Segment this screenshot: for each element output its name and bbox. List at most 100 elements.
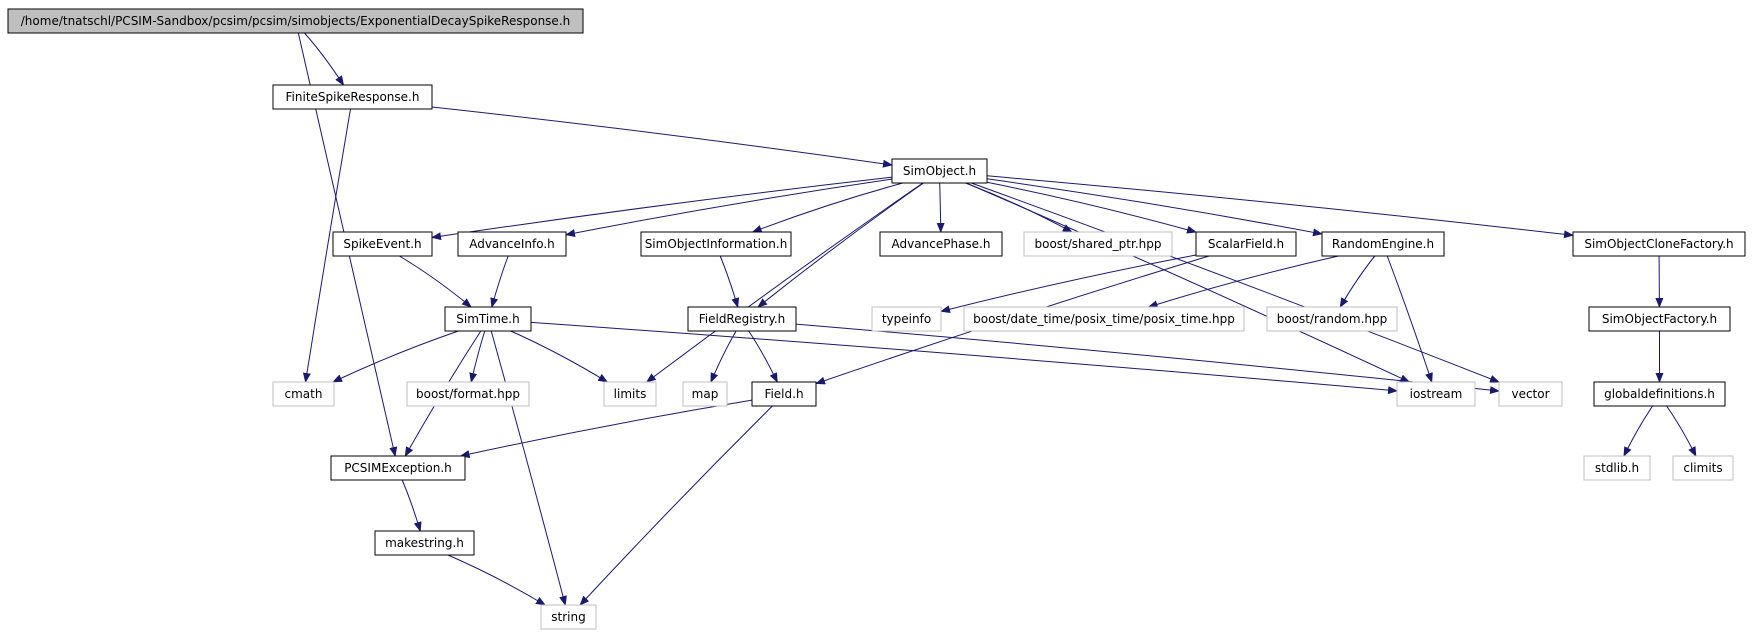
- node-label: AdvanceInfo.h: [469, 237, 555, 251]
- node-climits[interactable]: climits: [1672, 455, 1734, 481]
- node-label: Field.h: [764, 387, 803, 401]
- node-box: [891, 158, 988, 184]
- node-label: makestring.h: [385, 536, 464, 550]
- edge-simobject-to-simobjinfo: [751, 182, 903, 233]
- node-fieldregistry[interactable]: FieldRegistry.h: [687, 306, 797, 332]
- node-box: [682, 381, 728, 407]
- node-finite[interactable]: FiniteSpikeResponse.h: [272, 84, 433, 110]
- node-root[interactable]: /home/tnatschl/PCSIM-Sandbox/pcsim/pcsim…: [7, 8, 584, 34]
- node-advanceinfo[interactable]: AdvanceInfo.h: [457, 231, 567, 257]
- node-field[interactable]: Field.h: [751, 381, 817, 407]
- node-box: [1588, 306, 1731, 332]
- node-box: [1572, 231, 1746, 257]
- node-cmath[interactable]: cmath: [272, 381, 335, 407]
- node-label: stdlib.h: [1595, 461, 1639, 475]
- node-stdlib[interactable]: stdlib.h: [1583, 455, 1651, 481]
- edge-root-to-finite: [304, 32, 345, 86]
- node-map[interactable]: map: [682, 381, 728, 407]
- edge-simobject-to-spikeevent: [431, 176, 893, 241]
- node-label: climits: [1683, 461, 1722, 475]
- node-boostformat[interactable]: boost/format.hpp: [406, 381, 530, 407]
- node-advancephase[interactable]: AdvancePhase.h: [879, 231, 1003, 257]
- node-box: [374, 530, 475, 556]
- edge-field-to-string: [579, 405, 773, 606]
- node-label: boost/format.hpp: [416, 387, 520, 401]
- edge-simobject-to-advancephase: [936, 182, 945, 233]
- edge-pcsimexception-to-makestring: [401, 479, 422, 532]
- node-label: SimTime.h: [456, 312, 519, 326]
- edge-simobject-to-scalarfield: [986, 181, 1197, 234]
- edge-randomengine-to-boostrandom: [1339, 255, 1376, 308]
- node-vector[interactable]: vector: [1498, 381, 1563, 407]
- node-box: [1498, 381, 1563, 407]
- node-string[interactable]: string: [540, 604, 597, 630]
- node-pcsimexception[interactable]: PCSIMException.h: [330, 455, 466, 481]
- node-limits[interactable]: limits: [603, 381, 657, 407]
- edge-simtime-to-boostformat: [469, 330, 486, 383]
- node-label: vector: [1511, 387, 1549, 401]
- node-label: SimObjectInformation.h: [645, 237, 788, 251]
- node-spikeevent[interactable]: SpikeEvent.h: [332, 231, 433, 257]
- node-randomengine[interactable]: RandomEngine.h: [1321, 231, 1445, 257]
- node-sharedptr[interactable]: boost/shared_ptr.hpp: [1023, 231, 1173, 257]
- node-label: limits: [614, 387, 647, 401]
- node-typeinfo[interactable]: typeinfo: [871, 306, 942, 332]
- node-label: string: [551, 610, 585, 624]
- edge-fieldregistry-to-field: [748, 330, 778, 383]
- edge-fieldregistry-to-vector: [795, 323, 1500, 395]
- node-label: SimObject.h: [903, 164, 976, 178]
- node-label: FieldRegistry.h: [699, 312, 786, 326]
- node-iostream[interactable]: iostream: [1396, 381, 1476, 407]
- edge-finite-to-simobject: [431, 106, 893, 168]
- node-label: SimObjectCloneFactory.h: [1584, 237, 1733, 251]
- node-label: ScalarField.h: [1208, 237, 1284, 251]
- node-box: [1593, 381, 1726, 407]
- node-box: [272, 84, 433, 110]
- edge-simobject-to-advanceinfo: [565, 178, 893, 237]
- node-box: [332, 231, 433, 257]
- edge-simobject-to-iostream: [966, 182, 1411, 383]
- node-label: SimObjectFactory.h: [1602, 312, 1717, 326]
- node-label: map: [692, 387, 719, 401]
- node-boostrandom[interactable]: boost/random.hpp: [1266, 306, 1398, 332]
- node-simobject[interactable]: SimObject.h: [891, 158, 988, 184]
- node-box: [7, 8, 584, 34]
- node-box: [444, 306, 532, 332]
- node-clonefactory[interactable]: SimObjectCloneFactory.h: [1572, 231, 1746, 257]
- node-posixtime[interactable]: boost/date_time/posix_time/posix_time.hp…: [963, 306, 1245, 332]
- node-objfactory[interactable]: SimObjectFactory.h: [1588, 306, 1731, 332]
- nodes-layer: /home/tnatschl/PCSIM-Sandbox/pcsim/pcsim…: [7, 8, 1746, 630]
- node-box: [540, 604, 597, 630]
- edge-simobject-to-sharedptr: [965, 182, 1073, 233]
- node-box: [1672, 455, 1734, 481]
- edge-simobject-to-limits: [645, 182, 924, 383]
- node-label: globaldefinitions.h: [1604, 387, 1715, 401]
- node-simtime[interactable]: SimTime.h: [444, 306, 532, 332]
- node-box: [640, 231, 792, 257]
- node-box: [751, 381, 817, 407]
- edge-globaldefs-to-climits: [1666, 405, 1697, 457]
- node-simobjinfo[interactable]: SimObjectInformation.h: [640, 231, 792, 257]
- node-label: cmath: [285, 387, 323, 401]
- node-box: [687, 306, 797, 332]
- edge-field-to-pcsimexception: [459, 399, 753, 458]
- edge-advanceinfo-to-simtime: [490, 255, 509, 308]
- node-box: [1266, 306, 1398, 332]
- edge-simtime-to-iostream: [530, 321, 1398, 395]
- node-box: [406, 381, 530, 407]
- node-label: SpikeEvent.h: [343, 237, 421, 251]
- edge-randomengine-to-posixtime: [1147, 255, 1339, 309]
- edge-simtime-to-string: [490, 330, 567, 606]
- node-makestring[interactable]: makestring.h: [374, 530, 475, 556]
- node-scalarfield[interactable]: ScalarField.h: [1195, 231, 1297, 257]
- node-box: [1195, 231, 1297, 257]
- node-label: /home/tnatschl/PCSIM-Sandbox/pcsim/pcsim…: [21, 14, 570, 28]
- edge-simobject-to-clonefactory: [986, 175, 1574, 239]
- node-box: [603, 381, 657, 407]
- node-label: iostream: [1410, 387, 1463, 401]
- edge-simobject-to-fieldregistry: [757, 182, 924, 308]
- node-label: boost/shared_ptr.hpp: [1035, 237, 1162, 251]
- node-label: PCSIMException.h: [344, 461, 452, 475]
- node-box: [1583, 455, 1651, 481]
- node-globaldefs[interactable]: globaldefinitions.h: [1593, 381, 1726, 407]
